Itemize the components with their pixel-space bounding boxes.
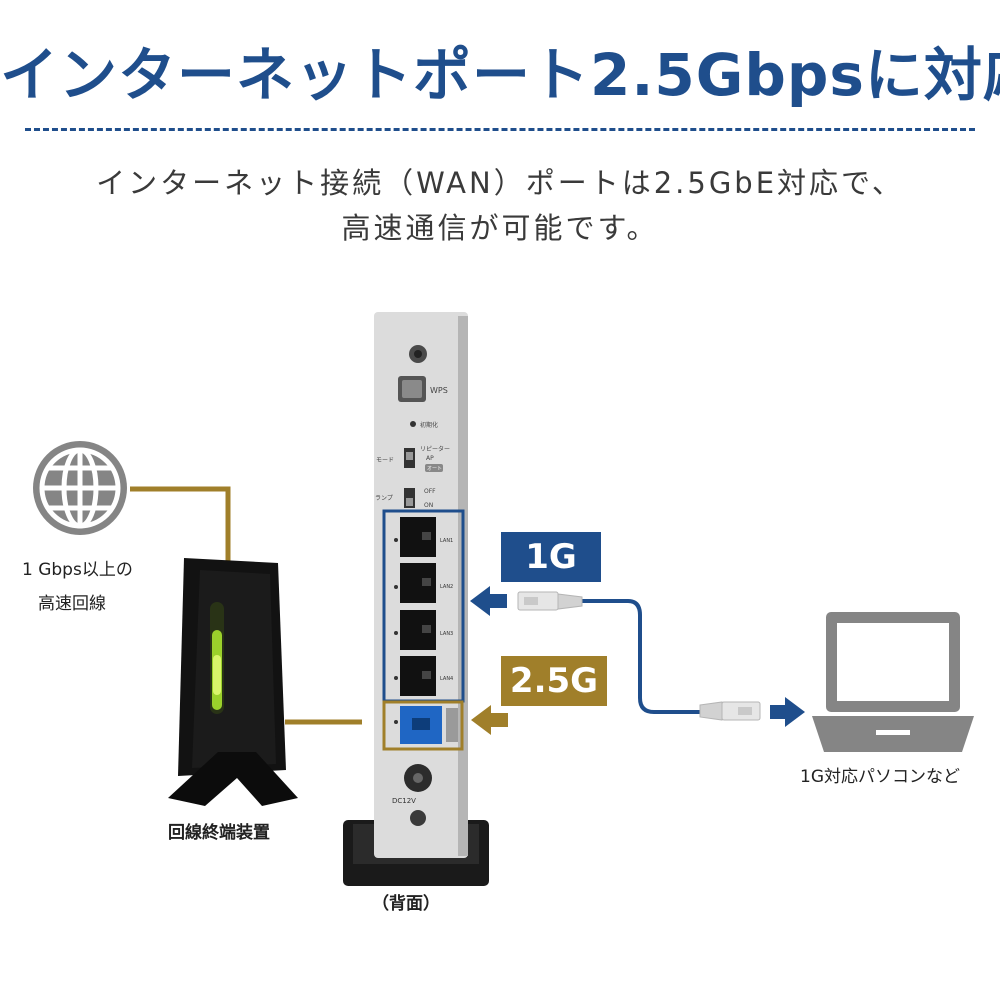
router-mode-label: モード <box>376 457 394 464</box>
cable-connector-left <box>517 591 583 611</box>
badge-2-5g: 2.5G <box>501 656 607 706</box>
internet-label-line-2: 高速回線 <box>38 594 106 614</box>
globe-icon <box>33 441 127 535</box>
wan-arrow <box>471 705 508 735</box>
router-lan4-label: LAN4 <box>440 676 453 682</box>
onu-device <box>168 558 298 806</box>
lan-cable <box>582 599 700 714</box>
internet-label-line-1: 1 Gbps以上の <box>22 560 133 580</box>
pc-label: 1G対応パソコンなど <box>800 767 960 787</box>
rear-label: （背面） <box>372 894 440 914</box>
router-mode-opt-1: リピーター <box>420 445 450 453</box>
router-lamp-label: ランプ <box>375 495 393 502</box>
internet-cable <box>130 486 231 568</box>
onu-label: 回線終端装置 <box>168 823 270 843</box>
cable-connector-right <box>699 701 761 721</box>
router-init-label: 初期化 <box>420 421 438 429</box>
router-lamp-opt-1: OFF <box>424 488 436 495</box>
title-divider <box>25 128 975 131</box>
lan-arrow <box>470 586 507 616</box>
router-mode-opt-3: オート <box>427 466 442 472</box>
page-title: インターネットポート2.5Gbpsに対応 <box>0 41 1000 109</box>
router-wps-label: WPS <box>430 386 448 395</box>
lan-ports <box>394 517 436 696</box>
router-dc-label: DC12V <box>392 797 416 805</box>
laptop-icon <box>812 612 974 752</box>
pc-arrow <box>770 697 805 727</box>
router-lan2-label: LAN2 <box>440 584 453 590</box>
router-lan3-label: LAN3 <box>440 631 453 637</box>
router-lamp-opt-2: ON <box>424 502 433 509</box>
wan-highlight <box>382 700 464 751</box>
badge-1g: 1G <box>501 532 601 582</box>
router-lan1-label: LAN1 <box>440 538 453 544</box>
subtitle-line-2: 高速通信が可能です。 <box>341 211 659 245</box>
router-device <box>343 312 489 886</box>
subtitle-line-1: インターネット接続（WAN）ポートは2.5GbE対応で、 <box>96 166 904 200</box>
router-mode-opt-2: AP <box>426 455 434 462</box>
